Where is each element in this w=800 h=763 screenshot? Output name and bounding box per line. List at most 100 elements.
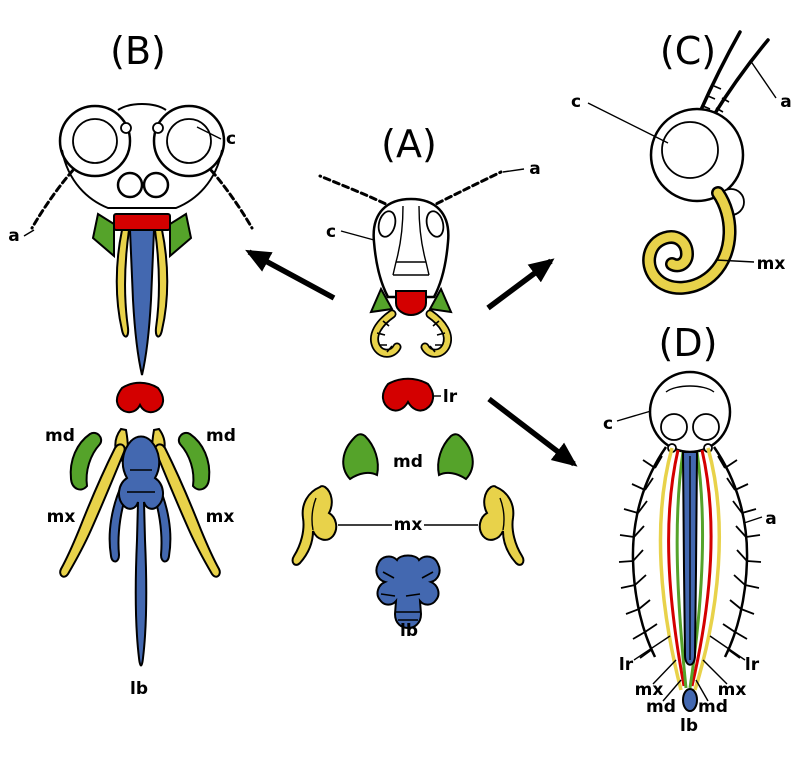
labium-shape [118,435,164,667]
antenna-right [710,38,770,120]
label-d-labium: lb [680,716,698,736]
arrow-to-c [486,258,555,311]
labium-side-blade-left [108,482,131,563]
mandible-shape-left [69,432,103,491]
label-d-cranium: c [602,414,614,434]
antenna-left [318,174,396,210]
arrow-to-d [487,396,578,467]
mandible-on-head-left [91,212,115,259]
antenna-base-left [120,122,132,134]
palp-right-segments [429,320,446,353]
maxilla-blade-on-head-right [153,229,169,338]
eye-right [425,210,445,238]
label-c-cranium: c [570,92,582,112]
leader-mx [715,259,755,263]
labrum-shape [382,377,434,412]
labium-on-head [128,229,156,376]
leader-c [616,410,652,422]
maxilla-shape-right [478,485,525,566]
label-c-antenna: a [780,92,792,112]
label-a-labrum: lr [442,387,458,407]
mandible-shape-right [437,433,474,481]
head-sides [61,149,223,209]
antenna-annulations [702,85,730,113]
panel-b-exploded-parts [59,381,221,667]
palp-left-segments [376,320,393,353]
ocellus-right [142,171,170,199]
label-b-labium: lb [130,679,148,699]
face-sutures [392,205,430,276]
panel-c-head [587,30,777,295]
eye-left [377,210,397,238]
stylet-mandible-left [675,451,688,689]
lobe-inner-right [166,118,212,164]
label-d-labrum-left: lr [618,655,634,675]
maxilla-blade-on-head-left [115,229,131,338]
leader-md-left [662,679,682,702]
label-a-labium: lb [400,621,418,641]
label-b-cranium: c [225,129,237,149]
label-a-maxilla: mx [393,515,423,535]
mandible-shape-right [177,432,211,491]
label-b-maxilla-right: mx [205,507,235,527]
leader-lr-right [709,635,746,661]
leader-a [749,59,777,99]
label-d-mandible-right: md [698,697,728,717]
label-d-antenna: a [765,509,777,529]
antenna-left [698,30,742,114]
label-b-mandible-right: md [206,426,236,446]
maxilla-right-segments [499,497,505,531]
leader-mx-right [702,659,728,685]
labium-shape [375,554,441,630]
labrum-band [113,213,171,231]
maxilla-left-segments [311,497,317,531]
proboscis-fill [644,188,734,293]
arrow-to-b [245,249,336,301]
label-b-antenna: a [8,226,20,246]
panel-a-exploded-parts [291,377,525,630]
leader-a [502,168,525,173]
plumose-antenna-left [618,446,668,659]
label-b-mandible-left: md [45,426,75,446]
antenna-right [426,170,503,210]
leader-a [23,229,35,237]
labrum-shape [116,381,164,414]
leader-a [743,516,763,524]
panel-a-head [318,168,525,358]
labella-tip [682,688,698,712]
labium-segments [380,571,434,621]
panel-b-head [23,103,254,376]
head-top-suture [117,103,167,111]
label-d-maxilla-right: mx [717,680,747,700]
eye-left [660,413,688,441]
leader-c [587,102,669,144]
palp-right-fill [422,311,451,356]
ocellus-left [116,171,144,199]
head-capsule [648,370,732,454]
palp-left-fill [371,311,400,356]
eye [661,121,719,179]
eye-right [692,413,720,441]
label-c-maxilla: mx [756,254,786,274]
panel-c-title: (C) [659,29,717,73]
labium-side-blade-right [149,482,172,563]
label-d-maxilla-left: mx [634,680,664,700]
label-a-antenna: a [529,159,541,179]
antenna-barbs [618,455,663,659]
head-top-suture [665,385,715,393]
leader-md-right [695,679,709,702]
panel-a-title: (A) [381,122,437,166]
stylet-labrum-right [690,449,713,687]
labium-segments [127,469,155,493]
leader-lr-left [633,635,671,661]
label-d-mandible-left: md [646,697,676,717]
panel-b-title: (B) [110,29,166,73]
label-a-cranium: c [325,222,337,242]
transformation-arrows [245,249,578,467]
panel-d-head [616,370,763,712]
stylet-maxilla-right [693,447,722,691]
leader-c [340,230,375,241]
label-a-mandible: md [393,452,423,472]
lobe-inner-left [72,118,118,164]
